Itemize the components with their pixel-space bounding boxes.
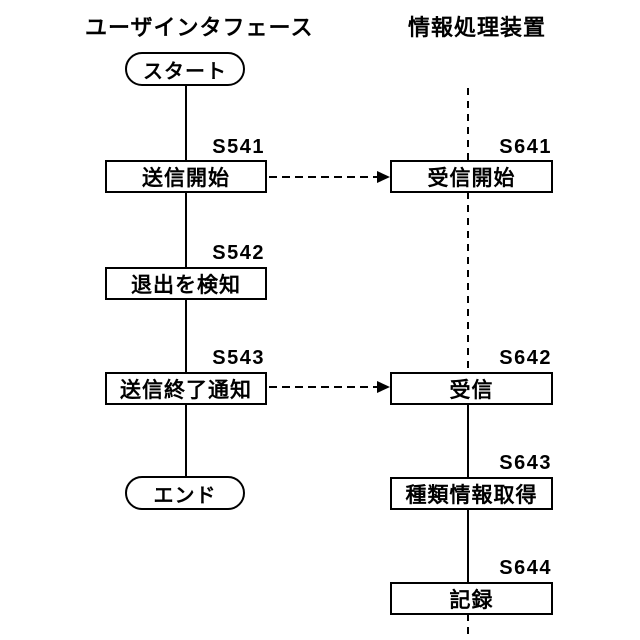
terminal-start: スタート	[125, 52, 245, 86]
step-id-label-s541: S541	[212, 136, 265, 158]
process-box-s543: 送信終了通知	[105, 372, 267, 405]
process-box-s643: 種類情報取得	[390, 477, 553, 510]
process-box-s541: 送信開始	[105, 160, 267, 193]
arrowhead-s641	[377, 171, 390, 183]
column-header-user-interface: ユーザインタフェース	[85, 15, 314, 40]
process-box-s644: 記録	[390, 582, 553, 615]
process-box-s642: 受信	[390, 372, 553, 405]
step-id-label-s542: S542	[212, 242, 265, 264]
arrowhead-s642	[377, 381, 390, 393]
column-header-processing-device: 情報処理装置	[408, 15, 547, 40]
step-id-label-s644: S644	[499, 557, 552, 579]
step-id-label-s642: S642	[499, 347, 552, 369]
process-box-s641: 受信開始	[390, 160, 553, 193]
process-box-s542: 退出を検知	[105, 267, 267, 300]
terminal-end: エンド	[125, 476, 245, 510]
step-id-label-s641: S641	[499, 136, 552, 158]
step-id-label-s643: S643	[499, 452, 552, 474]
step-id-label-s543: S543	[212, 347, 265, 369]
